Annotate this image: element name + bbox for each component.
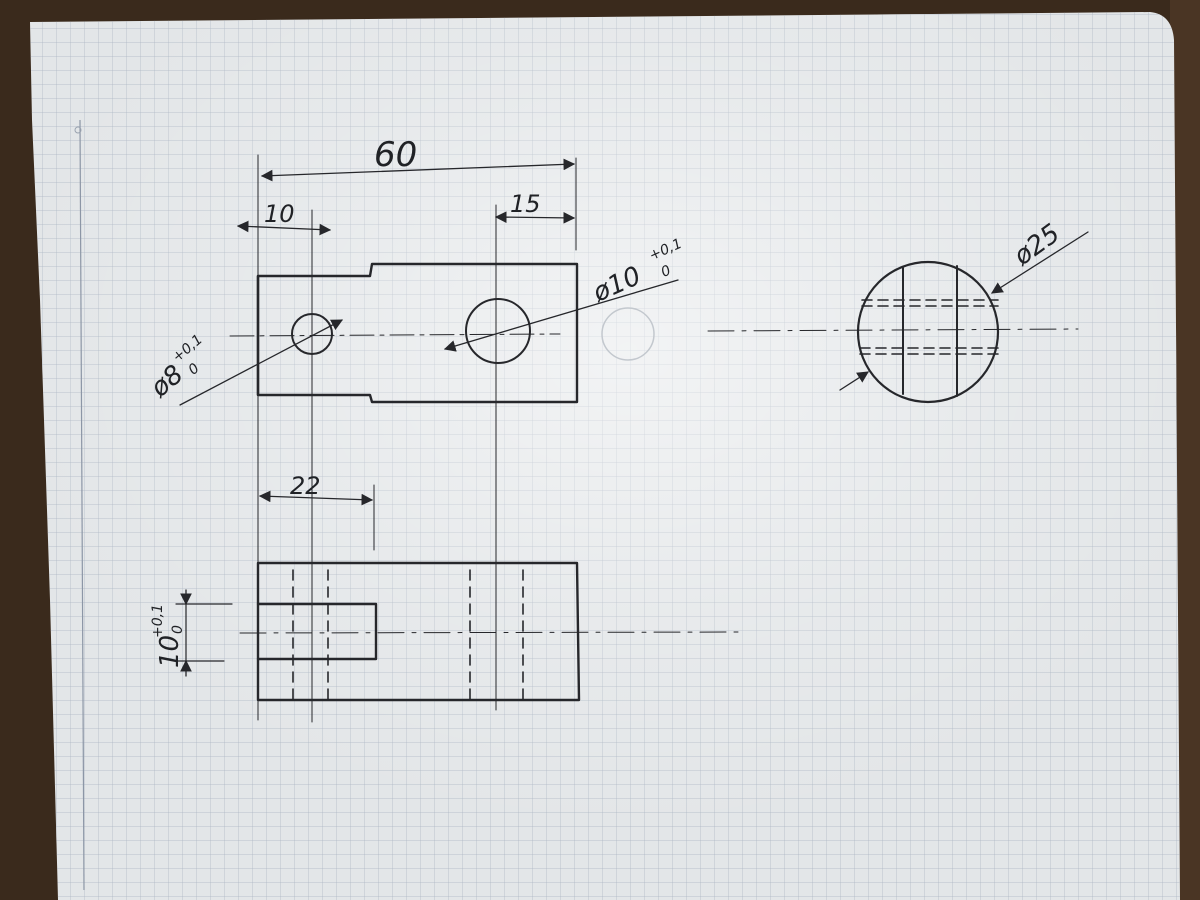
large-hole [465,298,531,364]
top-centerline [239,631,741,634]
leader-small-hole [179,319,344,406]
side-centerline [707,328,1079,332]
slot-width-tol-upper: +0,1 [150,604,166,638]
construction-lines [257,154,577,723]
paper-sheet [30,12,1180,900]
margin-line [79,119,85,891]
dim-15-label: 15 [510,190,541,218]
dim-22-label: 22 [290,472,321,500]
side-view-outline [856,260,1000,404]
slot-width-tol-lower: 0 [170,625,186,634]
dimension-lines [175,158,1089,677]
leader-outer-top [991,231,1089,294]
leader-outer-bottom [839,371,869,391]
dim-60-label: 60 [374,135,417,175]
front-centerline [229,333,561,337]
leader-large-hole [443,279,679,352]
front-view-outline [256,262,579,404]
margin-mark [74,126,82,134]
dim-line-10 [236,220,332,236]
slot-width-label: 10 [155,635,185,668]
slot-outline [256,602,378,661]
side-view [707,260,1079,404]
dim-line-15 [494,211,576,224]
dim-line-60 [260,158,576,182]
erased-circle [601,307,655,361]
dim-10-label: 10 [264,200,295,228]
dim-line-22 [258,490,374,506]
